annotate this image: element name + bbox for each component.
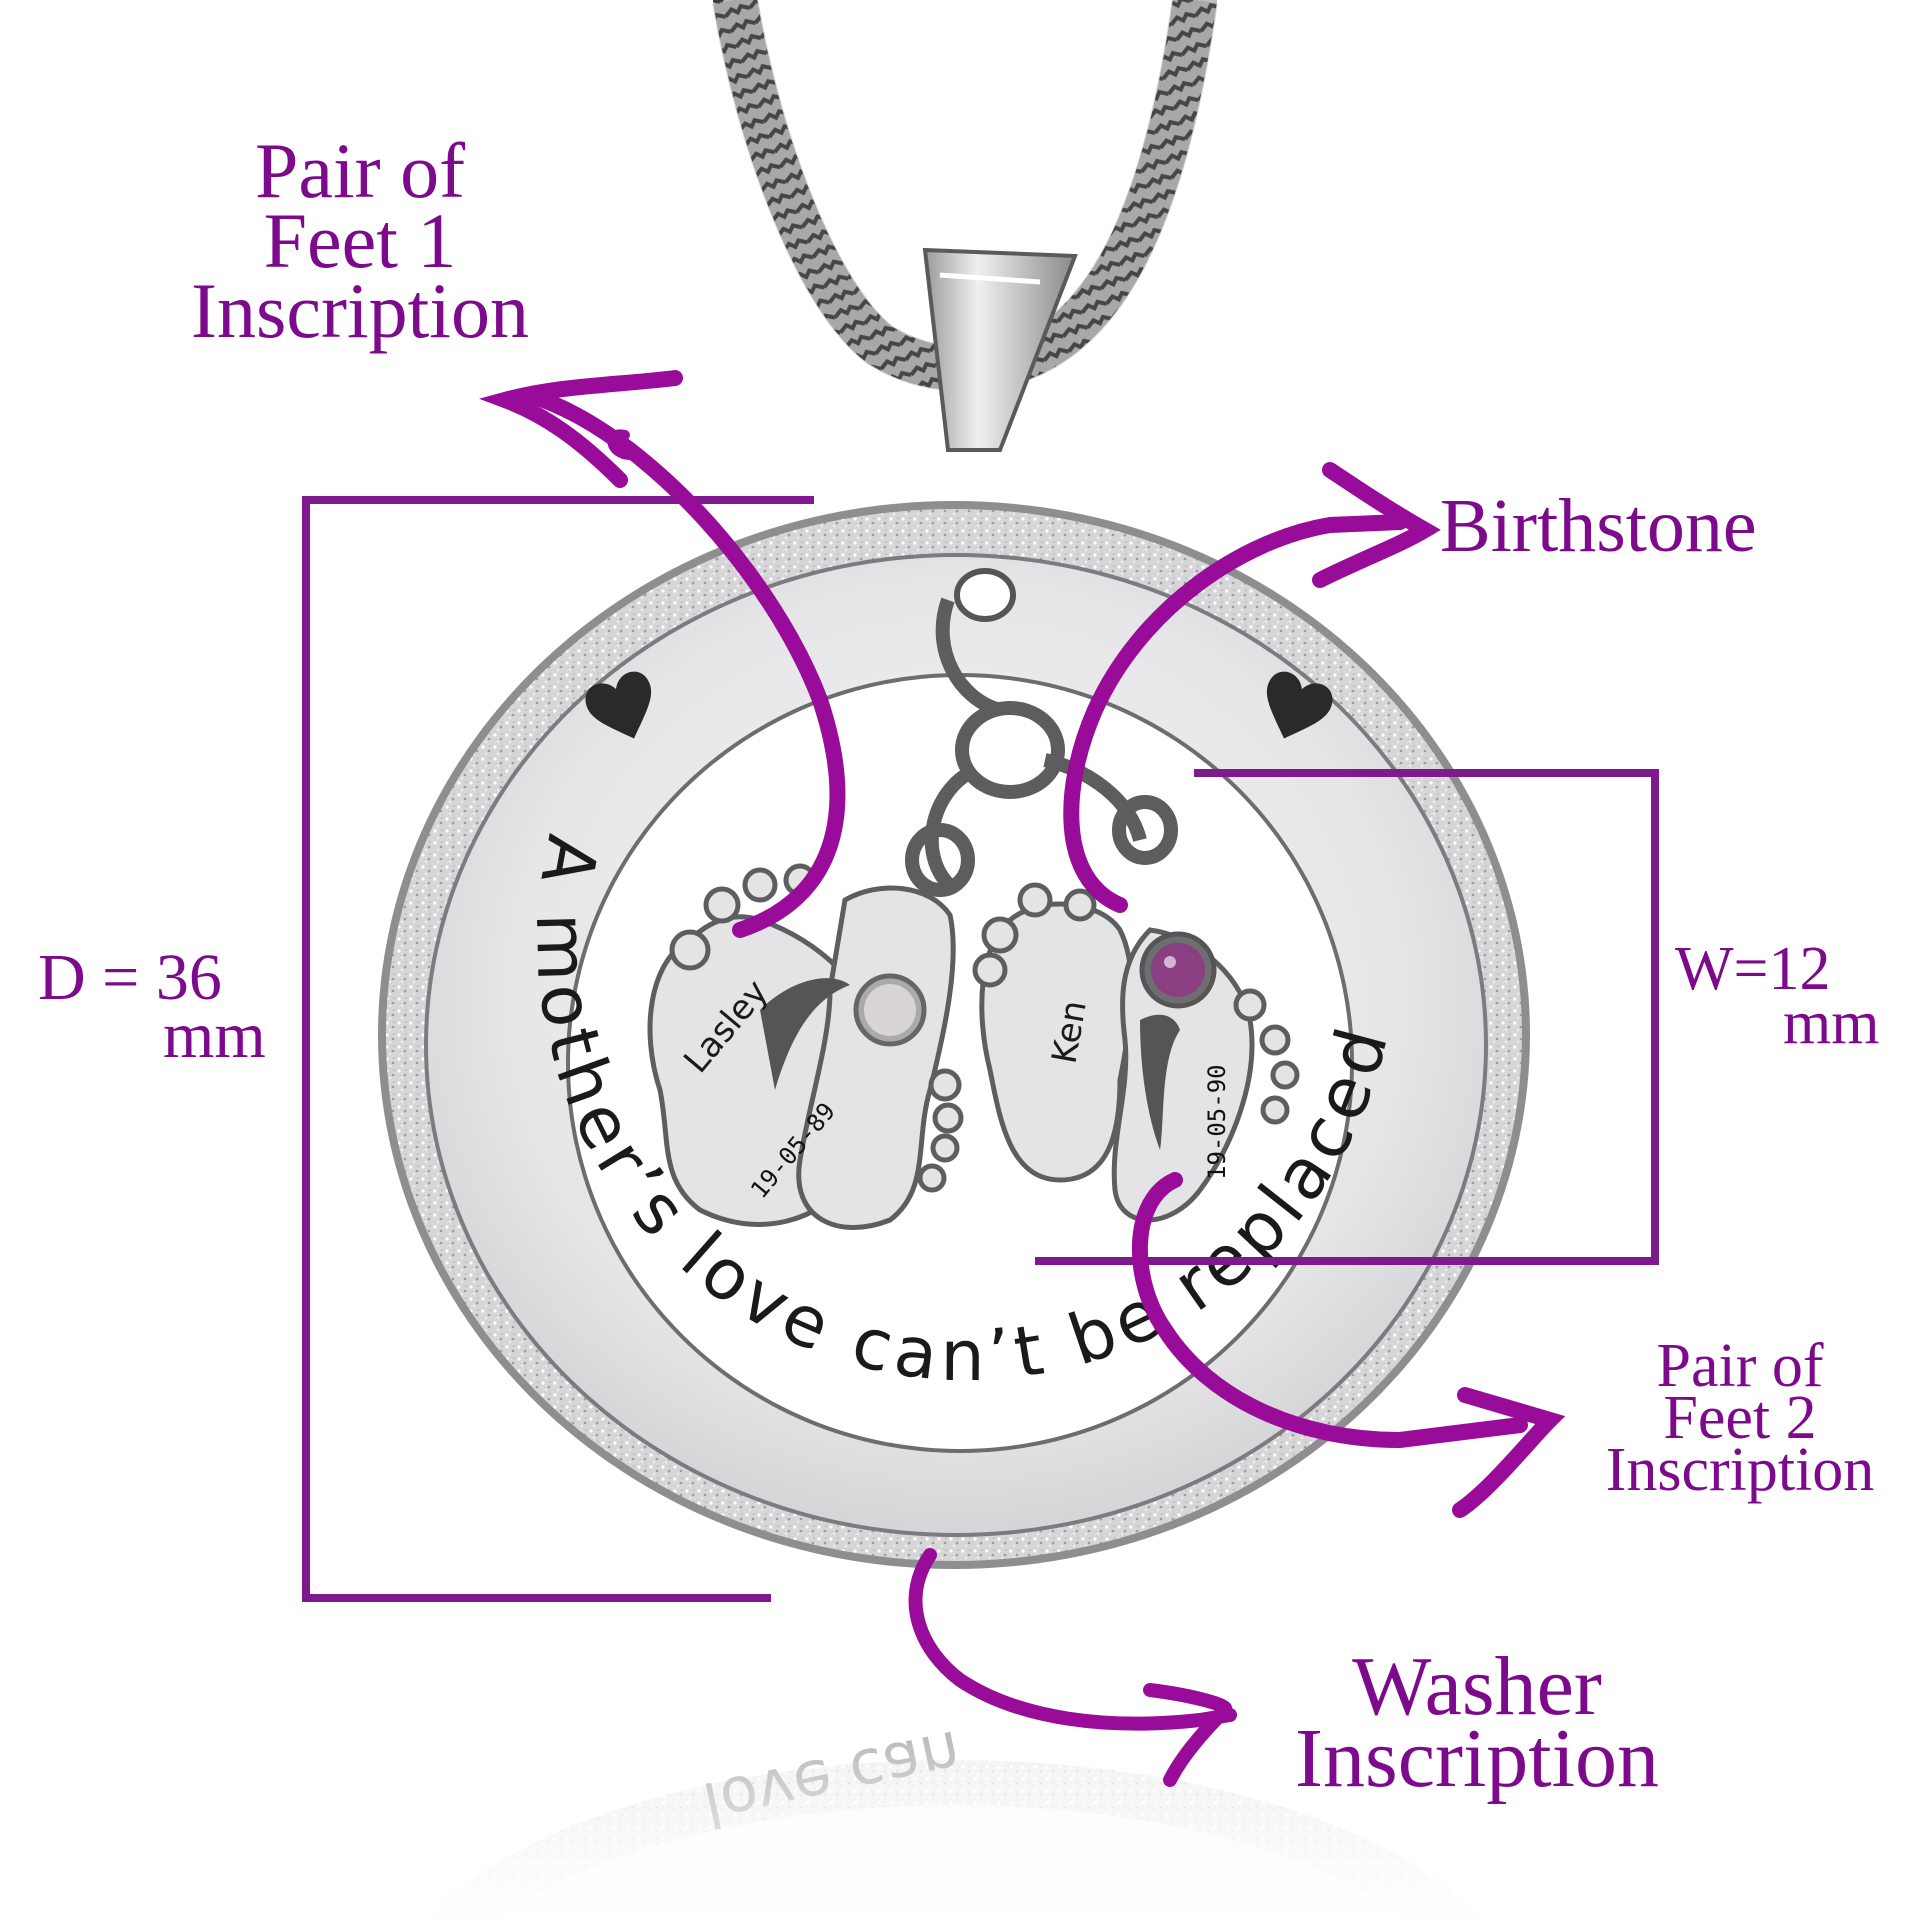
feet1-inscription-label: Pair of Feet 1 Inscription xyxy=(130,132,590,350)
feet2-arrowhead-icon xyxy=(1452,1387,1566,1518)
feet1-arrowhead-icon xyxy=(479,370,683,488)
feet2-inscription-label: Pair of Feet 2 Inscription xyxy=(1565,1335,1915,1501)
feet2-label-line2: Feet 2 xyxy=(1663,1384,1817,1452)
feet1-label-line1: Pair of xyxy=(254,127,466,214)
washer-inscription-label: Washer Inscription xyxy=(1232,1645,1722,1801)
washer-arrow xyxy=(908,1548,1237,1731)
heart-icon-right xyxy=(1266,671,1333,739)
width-value: W=12 xyxy=(1675,935,1831,1003)
feet2-label-line1: Pair of xyxy=(1656,1332,1824,1400)
feet2-label-line3: Inscription xyxy=(1605,1436,1875,1504)
feet1-label-line2: Feet 1 xyxy=(263,197,457,284)
birthstone-arrow xyxy=(1063,514,1408,913)
birthstone-amethyst xyxy=(1151,943,1205,997)
arrows xyxy=(479,370,1566,1787)
diameter-bracket xyxy=(302,496,814,1602)
feet-charm-1: Lasley 19-05-89 xyxy=(647,863,964,1230)
ring-reflection: love can xyxy=(0,1700,1920,1920)
feet-charm-2: Ken 19-05-90 xyxy=(972,882,1300,1223)
washer-arrowhead-icon xyxy=(1143,1683,1233,1787)
birthstone-arrowhead-icon xyxy=(1312,462,1441,588)
washer-label-line2: Inscription xyxy=(1295,1712,1659,1805)
feet1-label-line3: Inscription xyxy=(191,267,529,354)
diameter-unit: mm xyxy=(163,999,266,1072)
washer-label-line1: Washer xyxy=(1352,1640,1602,1733)
width-label: W=12 mm xyxy=(1675,938,1879,1054)
birthstone-label: Birthstone xyxy=(1440,484,1757,568)
pendant-bail xyxy=(922,247,1078,622)
feet2-arrow xyxy=(1132,1172,1528,1449)
width-bracket xyxy=(1035,769,1659,1265)
birthstone-clear xyxy=(864,984,916,1036)
feet2-date: 19-05-90 xyxy=(1203,1064,1231,1180)
feet1-arrow xyxy=(522,387,846,938)
heart-icon-left xyxy=(585,671,652,739)
width-unit: mm xyxy=(1783,989,1880,1057)
diameter-value: D = 36 xyxy=(38,941,222,1014)
jump-rings xyxy=(905,597,1178,897)
diameter-label: D = 36 mm xyxy=(38,945,266,1069)
